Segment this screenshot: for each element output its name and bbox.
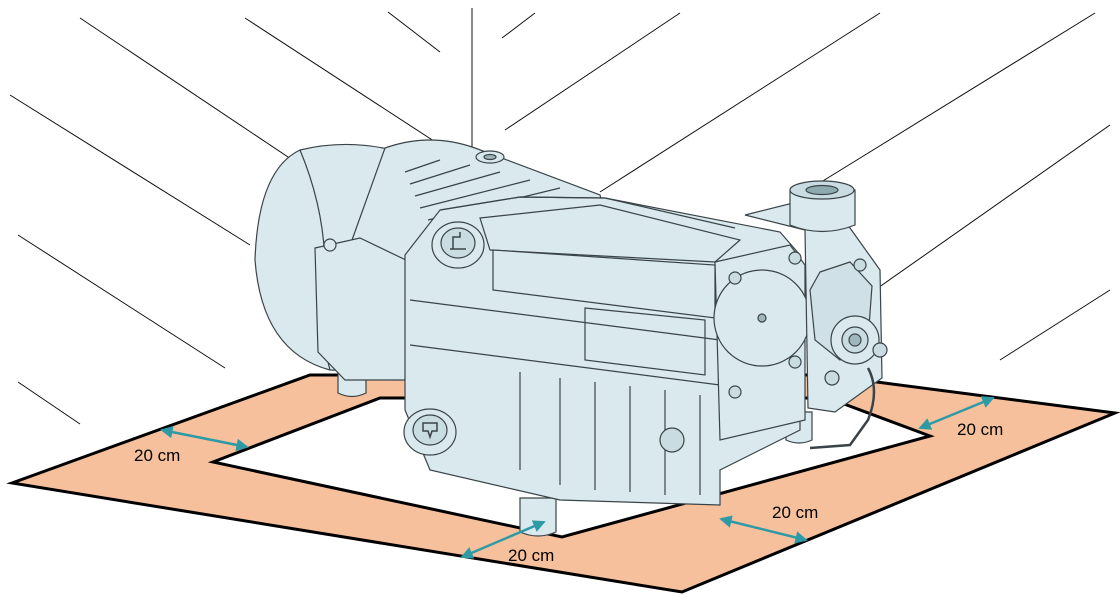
clearance-label-front-left: 20 cm	[508, 546, 554, 565]
clearance-label-left: 20 cm	[134, 446, 180, 465]
oil-return-tube	[809, 367, 876, 450]
terminal-box	[314, 237, 411, 381]
dim-arrow-right	[918, 396, 995, 430]
oil-fill-cap-icon	[431, 221, 485, 269]
oil-drain-plug-icon	[403, 408, 457, 456]
dim-arrow-front-right	[719, 515, 808, 544]
dim-arrow-left	[160, 425, 249, 452]
vacuum-pump	[254, 139, 888, 537]
air-flow-lines	[9, 8, 1111, 425]
name-plate-lower	[584, 307, 706, 376]
dimension-arrows	[160, 396, 995, 559]
dim-arrow-front-left	[460, 520, 546, 559]
clearance-label-right: 20 cm	[957, 420, 1003, 439]
clearance-label-front-right: 20 cm	[772, 503, 818, 522]
